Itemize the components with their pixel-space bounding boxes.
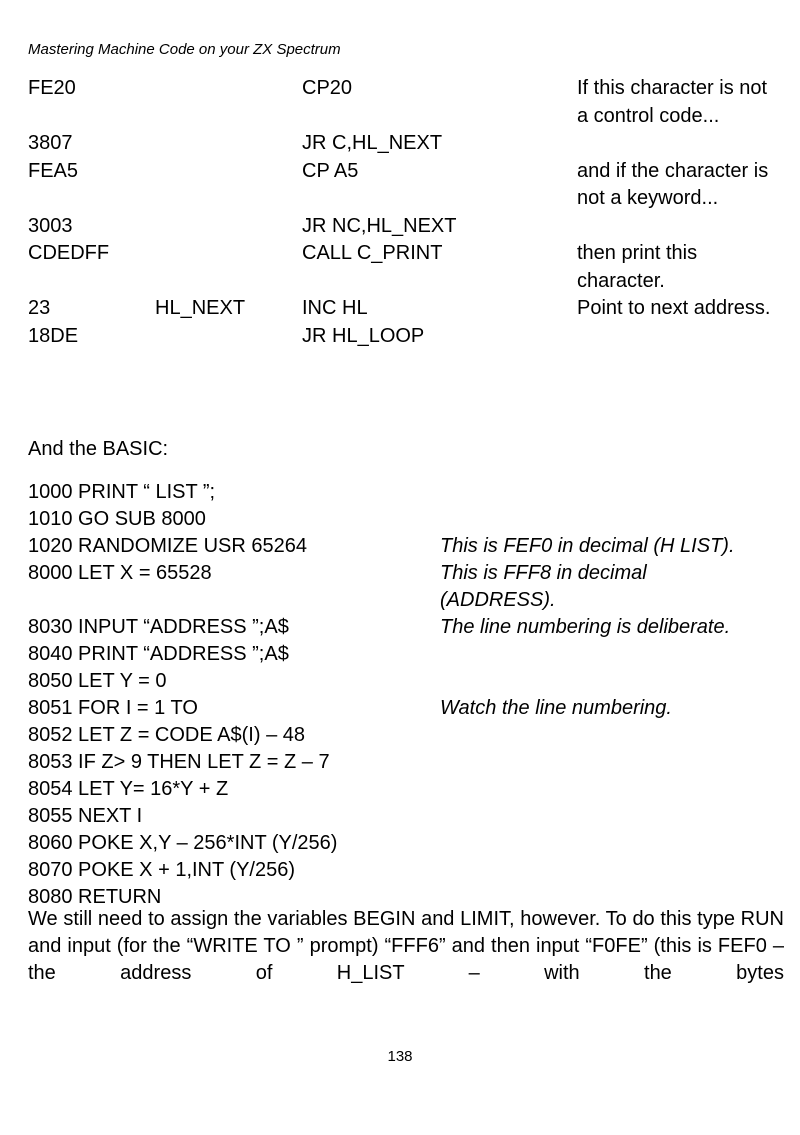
basic-code: 8054 LET Y= 16*Y + Z <box>28 778 229 800</box>
basic-line: 8054 LET Y= 16*Y + Z <box>28 776 788 803</box>
basic-comment: Watch the line numbering. <box>440 697 672 719</box>
comment: Point to next address. <box>577 297 771 319</box>
hex-code: FEA5 <box>28 159 79 182</box>
basic-line: 8030 INPUT “ADDRESS ”;A$ The line numberi… <box>28 614 788 641</box>
instruction: CP A5 <box>302 159 359 182</box>
body-paragraph: We still need to assign the variables BE… <box>28 908 784 984</box>
basic-code: 8052 LET Z = CODE A$(I) – 48 <box>28 724 305 746</box>
basic-intro: And the BASIC: <box>28 438 169 460</box>
comment: If this character is not a control code.… <box>577 77 768 127</box>
asm-row: CDEDFF CALL C_PRINT then print this charac… <box>28 240 778 295</box>
comment: and if the character is not a keyword... <box>577 159 769 210</box>
hex-code: 18DE <box>28 324 79 347</box>
basic-code: 8040 PRINT “ADDRESS ”;A$ <box>28 643 289 665</box>
instruction: CP20 <box>302 77 353 99</box>
comment <box>577 323 778 351</box>
hex-code: FE20 <box>28 77 76 99</box>
asm-row: 3003 JR NC,HL_NEXT <box>28 213 778 241</box>
basic-line: 8055 NEXT I <box>28 803 788 830</box>
basic-line: 8052 LET Z = CODE A$(I) – 48 <box>28 722 788 749</box>
basic-line: 1020 RANDOMIZE USR 65264 This is FEF0 in … <box>28 533 788 560</box>
basic-code: 8053 IF Z> 9 THEN LET Z = Z – 7 <box>28 751 330 773</box>
label <box>155 75 302 130</box>
basic-comment: This is FEF0 in decimal (H LIST). <box>440 535 735 557</box>
asm-row: 3807 JR C,HL_NEXT <box>28 130 778 158</box>
asm-row: 23 HL_NEXT INC HL Point to next address. <box>28 295 778 323</box>
comment <box>577 130 778 158</box>
hex-code: 3807 <box>28 132 73 154</box>
basic-line: 8051 FOR I = 1 TO Watch the line numberin… <box>28 695 788 722</box>
asm-row: FE20 CP20 If this character is not a contr… <box>28 75 778 130</box>
label <box>155 240 302 295</box>
instruction: JR NC,HL_NEXT <box>302 214 457 237</box>
instruction: JR HL_LOOP <box>302 324 425 347</box>
basic-comment: This is FFF8 in decimal <box>440 562 647 584</box>
comment <box>577 213 778 241</box>
label <box>155 158 302 213</box>
basic-code: 8000 LET X = 65528 <box>28 562 212 584</box>
basic-line: 8050 LET Y = 0 <box>28 668 788 695</box>
basic-code: 1020 RANDOMIZE USR 65264 <box>28 535 308 557</box>
label: HL_NEXT <box>155 297 246 319</box>
basic-code: 8055 NEXT I <box>28 805 143 827</box>
basic-code: 8030 INPUT “ADDRESS ”;A$ <box>28 616 289 638</box>
running-header: Mastering Machine Code on your ZX Spectr… <box>28 41 341 58</box>
basic-code: 8080 RETURN <box>28 886 162 908</box>
basic-code: 8070 POKE X + 1,INT (Y/256) <box>28 859 295 881</box>
label <box>155 323 302 351</box>
basic-line: 8080 RETURN <box>28 884 788 911</box>
basic-line: 8060 POKE X,Y – 256*INT (Y/256) <box>28 830 788 857</box>
basic-line: (ADDRESS). <box>28 587 788 614</box>
basic-line: 8000 LET X = 65528 This is FFF8 in decima… <box>28 560 788 587</box>
label <box>155 130 302 158</box>
hex-code: CDEDFF <box>28 242 110 264</box>
label <box>155 213 302 241</box>
basic-code: 8051 FOR I = 1 TO <box>28 697 198 719</box>
basic-line: 8070 POKE X + 1,INT (Y/256) <box>28 857 788 884</box>
basic-code: 1000 PRINT “ LIST ”; <box>28 481 216 503</box>
assembly-listing: FE20 CP20 If this character is not a contr… <box>28 75 778 350</box>
basic-code: 1010 GO SUB 8000 <box>28 508 206 530</box>
basic-code: 8060 POKE X,Y – 256*INT (Y/256) <box>28 832 338 854</box>
asm-row: 18DE JR HL_LOOP <box>28 323 778 351</box>
basic-line: 8040 PRINT “ADDRESS ”;A$ <box>28 641 788 668</box>
basic-code: 8050 LET Y = 0 <box>28 670 167 692</box>
hex-code: 23 <box>28 297 51 319</box>
instruction: JR C,HL_NEXT <box>302 132 443 154</box>
basic-line: 8053 IF Z> 9 THEN LET Z = Z – 7 <box>28 749 788 776</box>
basic-line: 1000 PRINT “ LIST ”; <box>28 479 788 506</box>
instruction: CALL C_PRINT <box>302 242 443 264</box>
basic-comment: The line numbering is deliberate. <box>440 616 731 638</box>
instruction: INC HL <box>302 297 368 319</box>
basic-code <box>28 587 440 614</box>
asm-row: FEA5 CP A5 and if the character is not a k… <box>28 158 778 213</box>
comment: then print this character. <box>577 242 698 292</box>
basic-listing: 1000 PRINT “ LIST ”; 1010 GO SUB 8000 1020… <box>28 479 788 911</box>
hex-code: 3003 <box>28 214 73 237</box>
basic-line: 1010 GO SUB 8000 <box>28 506 788 533</box>
page-number: 138 <box>387 1048 413 1065</box>
basic-comment: (ADDRESS). <box>440 589 556 611</box>
